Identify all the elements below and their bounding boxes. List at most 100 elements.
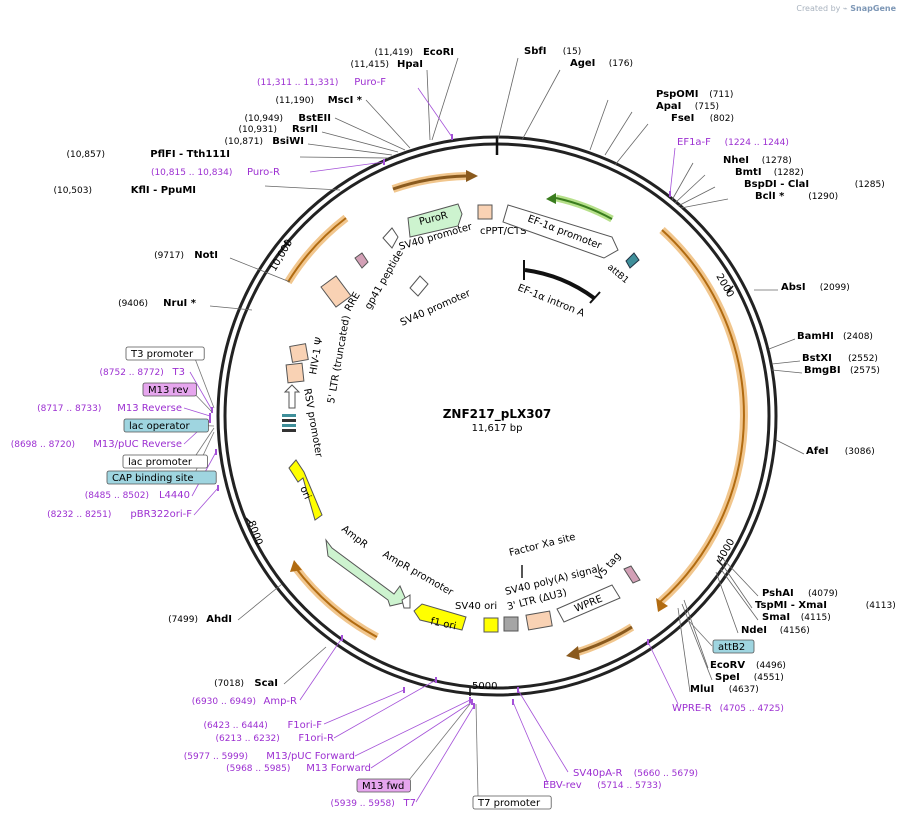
primer-range-12: (5968 .. 5985) [226, 764, 290, 774]
primer-leader-8 [299, 637, 343, 701]
ef1a-green-arc-core [555, 197, 613, 220]
site-leader-3 [521, 69, 561, 141]
primer-name-10: F1ori-R [298, 733, 334, 744]
intron-arc [524, 268, 596, 300]
site-name-14: BmtI [735, 167, 762, 178]
site-leader-2 [497, 57, 519, 141]
orf-arrowhead-lower-left [290, 560, 302, 572]
ori-feature [288, 459, 323, 521]
snapgene-watermark: Created by ⌁ SnapGene [796, 4, 896, 13]
site-pos-17: (9717) [154, 251, 184, 261]
site-name-0: EcoRI [423, 47, 454, 58]
primer-name-4: M13 Reverse [117, 403, 182, 414]
site-leader-17 [229, 257, 291, 283]
leader-lines [183, 57, 805, 803]
boxed-label-0: T3 promoter [130, 349, 194, 360]
primer-name-12: M13 Forward [306, 763, 371, 774]
primer-name-5: M13/pUC Reverse [93, 439, 182, 450]
site-pos-12: (10,503) [53, 186, 92, 196]
site-name-15: BspDI - ClaI [744, 179, 809, 190]
boxed-label-bg-3 [122, 454, 208, 469]
v5-tag-feature [623, 565, 641, 584]
site-pos-20: (2408) [843, 332, 873, 342]
site-leader-15 [677, 186, 716, 207]
site-pos-27: (4156) [780, 626, 810, 636]
sv40-polyA-feature [503, 616, 519, 632]
orf-arrowhead-right [656, 598, 668, 612]
primer-name-8: Amp-R [264, 696, 298, 707]
primer-leader-2 [669, 147, 676, 195]
site-pos-29: (4551) [754, 673, 784, 683]
boxed-label-4: CAP binding site [112, 473, 194, 484]
site-name-28: EcoRV [710, 660, 745, 671]
site-name-19: AbsI [781, 282, 806, 293]
primer-leader-9 [323, 689, 405, 725]
primer-name-9: F1ori-F [288, 720, 323, 731]
site-leader-22 [771, 369, 803, 374]
hiv-psi-feature [289, 343, 309, 363]
f1-ori-label: f1 ori [429, 616, 457, 632]
rre-feature [320, 275, 352, 308]
map-size: 11,617 bp [472, 423, 523, 434]
primer-leader-0 [417, 87, 453, 138]
primer-range-11: (5977 .. 5999) [184, 752, 248, 762]
site-pos-21: (2552) [848, 354, 878, 364]
primer-name-1: Puro-R [247, 167, 280, 178]
boxed-label-bg-5 [712, 639, 755, 654]
site-name-30: MluI [690, 684, 714, 695]
site-leader-21 [771, 360, 801, 365]
primer-marker-5 [209, 417, 211, 423]
primer-marker-14 [647, 639, 649, 645]
primer-marker-2 [669, 191, 671, 197]
site-name-26: SmaI [762, 612, 790, 623]
f1-ori-feature [413, 603, 467, 631]
lac-mark-1 [282, 414, 296, 417]
map-title: ZNF217_pLX307 [443, 407, 552, 422]
intron-end-right [589, 291, 601, 304]
site-pos-19: (2099) [820, 283, 850, 293]
site-pos-25: (4113) [866, 601, 896, 611]
boxed-label-2: lac operator [129, 421, 190, 432]
site-leader-32 [283, 646, 327, 685]
primer-name-7: pBR322ori-F [130, 509, 192, 520]
tick-mark-10000 [283, 240, 291, 247]
site-name-22: BmgBI [804, 365, 841, 376]
box-leader-6 [404, 703, 471, 786]
site-name-27: NdeI [741, 625, 767, 636]
site-pos-23: (3086) [845, 447, 875, 457]
cppt-feature [477, 204, 493, 220]
primer-leader-12 [370, 701, 473, 769]
primer-leader-10 [333, 679, 437, 739]
site-leader-9 [321, 131, 399, 153]
primer-marker-15 [512, 699, 514, 705]
primer-range-4: (8717 .. 8733) [37, 404, 101, 414]
boxed-label-1: M13 rev [148, 385, 189, 396]
site-leader-16 [680, 198, 729, 209]
lac-mark-4 [282, 429, 296, 432]
primer-marker-16 [517, 687, 519, 693]
hiv-psi-label: HIV-1 Ψ [308, 336, 325, 375]
site-pos-0: (11,419) [374, 48, 413, 58]
site-pos-1: (11,415) [350, 60, 389, 70]
site-leader-6 [614, 123, 649, 166]
primer-name-13: T7 [403, 798, 416, 809]
site-pos-31: (7499) [168, 615, 198, 625]
site-name-11: PflFI - Tth111I [150, 149, 230, 160]
site-pos-32: (7018) [214, 679, 244, 689]
orf-arrowhead-top [466, 170, 478, 182]
primer-name-14: WPRE-R [672, 703, 712, 714]
primer-marker-9 [403, 687, 405, 693]
site-leader-26 [719, 567, 759, 621]
primer-range-5: (8698 .. 8720) [11, 440, 75, 450]
primer-range-2: (1224 .. 1244) [725, 138, 789, 148]
site-leader-1 [426, 69, 431, 141]
site-name-2: SbfI [524, 46, 546, 57]
site-pos-7: (11,190) [275, 96, 314, 106]
ampR-feature [325, 538, 408, 607]
watermark-prefix: Created by [796, 4, 841, 13]
primer-name-16: SV40pA-R [573, 768, 622, 779]
box-leader-4 [192, 431, 215, 478]
site-leader-13 [671, 162, 694, 201]
boxed-label-5: attB2 [718, 642, 745, 653]
